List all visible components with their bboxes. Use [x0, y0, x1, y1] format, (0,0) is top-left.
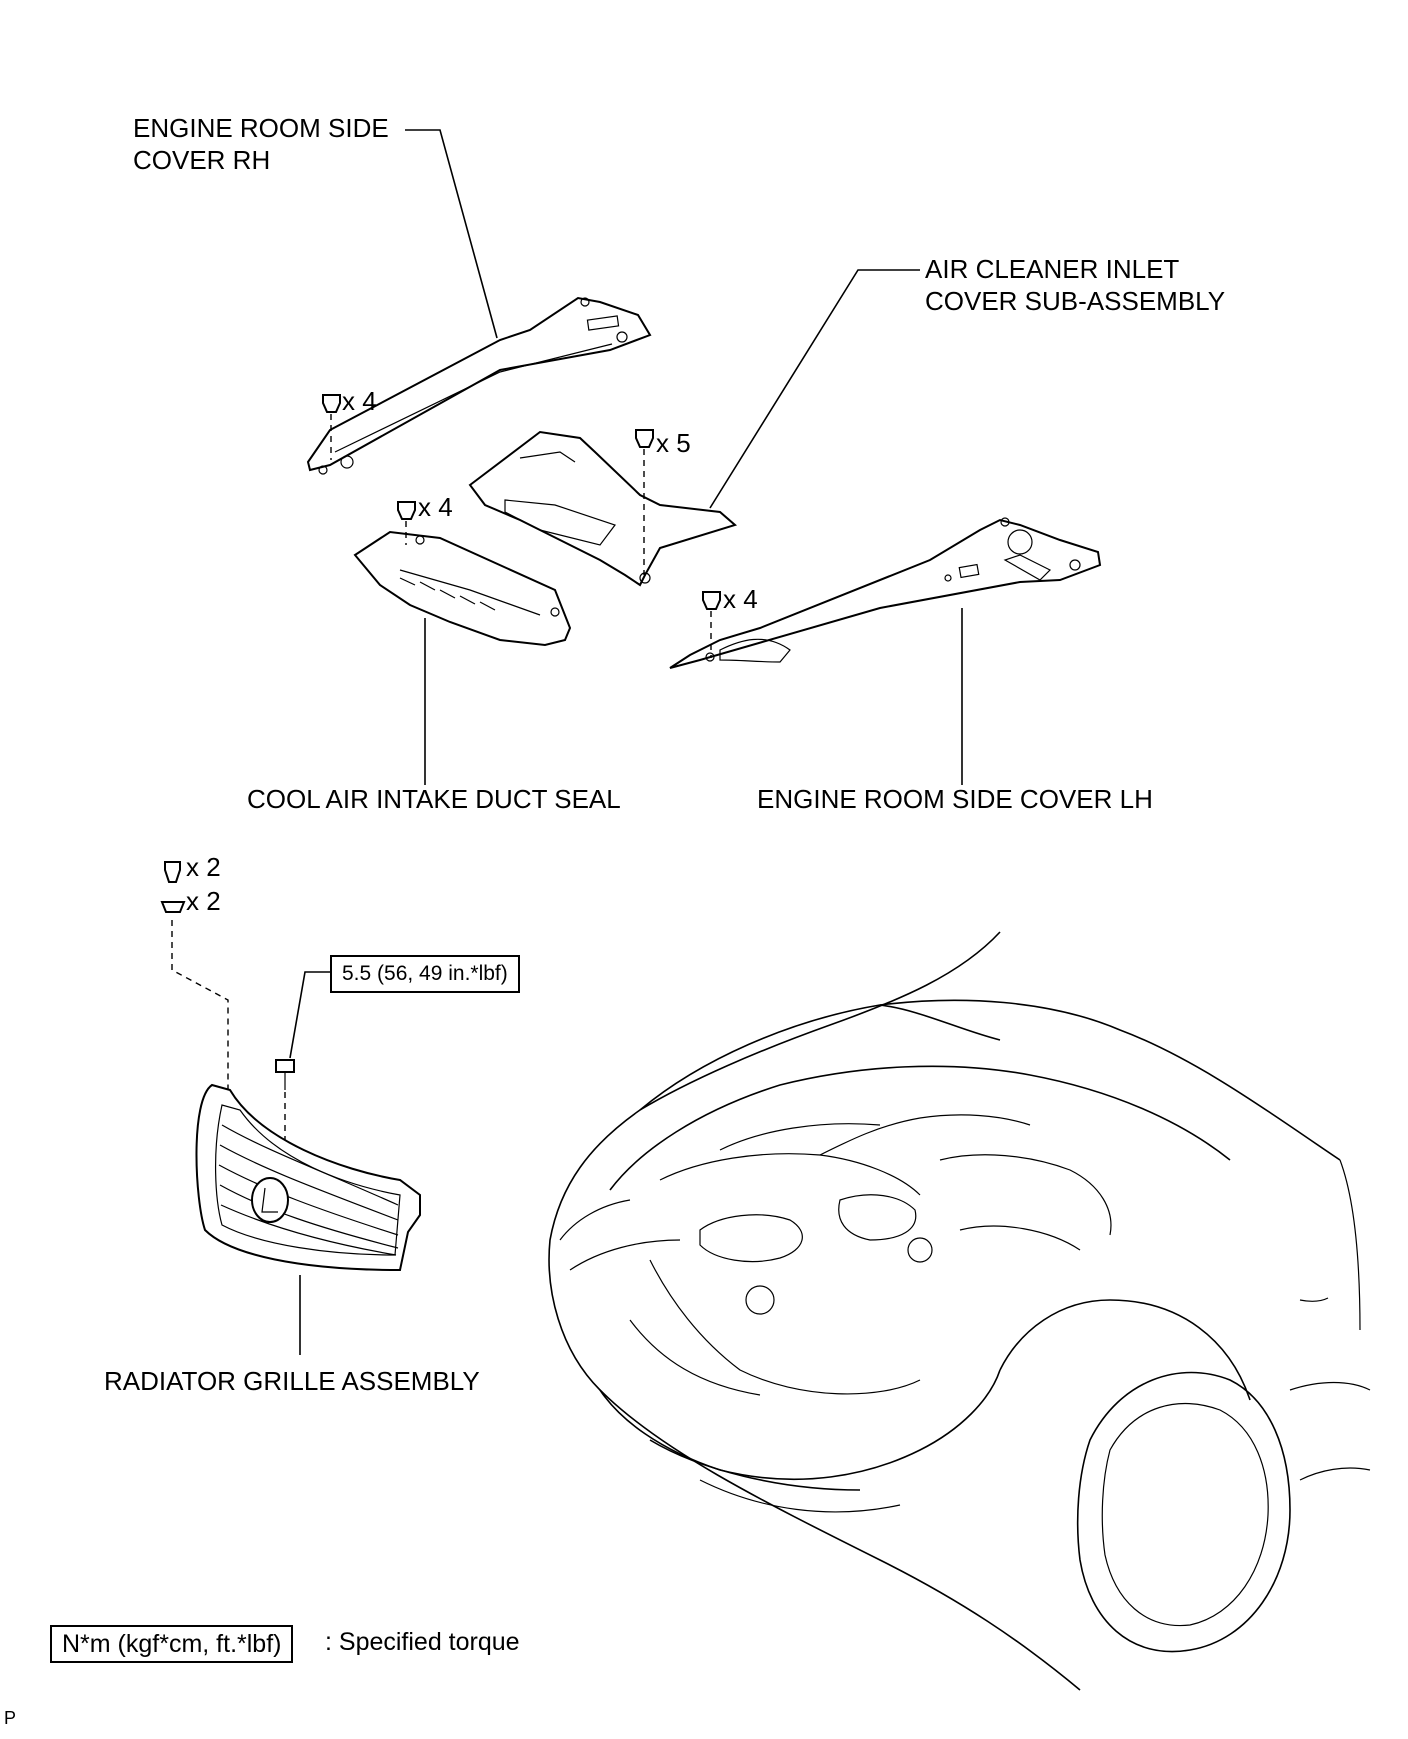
radiator-grille-assembly-part — [195, 1083, 421, 1272]
torque-spec-box: 5.5 (56, 49 in.*lbf) — [330, 955, 520, 993]
label-cool-air-intake-duct-seal: COOL AIR INTAKE DUCT SEAL — [247, 784, 621, 814]
label-air-cleaner-inlet-cover-line2: COVER SUB-ASSEMBLY — [925, 286, 1226, 316]
leader-line-rh-cover — [405, 129, 498, 339]
label-air-cleaner-inlet-cover-line1: AIR CLEANER INLET — [925, 254, 1180, 284]
clip-icon-grille — [164, 861, 181, 883]
nut-icon-grille — [160, 901, 186, 913]
label-engine-room-side-cover-lh: ENGINE ROOM SIDE COVER LH — [757, 784, 1153, 814]
clip-icon-lh — [702, 591, 721, 658]
clip-icon-seal — [397, 501, 416, 545]
qty-inlet-clips: x 5 — [656, 428, 691, 458]
label-engine-room-side-cover-rh-line1: ENGINE ROOM SIDE — [133, 113, 389, 143]
leader-line-torque — [289, 971, 330, 1059]
qty-grille-clips: x 2 — [186, 852, 221, 882]
air-cleaner-inlet-cover-part — [468, 430, 738, 587]
grille-clip-dash-line — [171, 920, 229, 1095]
clip-icon-inlet — [635, 429, 654, 575]
qty-lh-clips: x 4 — [723, 584, 758, 614]
leader-line-inlet-cover — [709, 269, 920, 509]
legend-description: : Specified torque — [325, 1628, 520, 1656]
label-engine-room-side-cover-rh-line2: COVER RH — [133, 145, 271, 175]
vehicle-outline-drawing — [548, 931, 1371, 1691]
qty-seal-clips: x 4 — [418, 492, 453, 522]
legend-unit-box: N*m (kgf*cm, ft.*lbf) — [50, 1625, 294, 1663]
engine-room-side-cover-rh-part — [306, 296, 652, 475]
label-radiator-grille-assembly: RADIATOR GRILLE ASSEMBLY — [104, 1366, 480, 1396]
corner-mark: P — [4, 1708, 17, 1728]
qty-grille-nuts: x 2 — [186, 886, 221, 916]
cool-air-intake-duct-seal-part — [353, 530, 572, 647]
clip-icon-rh — [322, 394, 341, 460]
engine-room-side-cover-lh-part — [669, 517, 1102, 669]
torque-bolt-icon — [275, 1059, 295, 1165]
qty-rh-clips: x 4 — [342, 386, 377, 416]
